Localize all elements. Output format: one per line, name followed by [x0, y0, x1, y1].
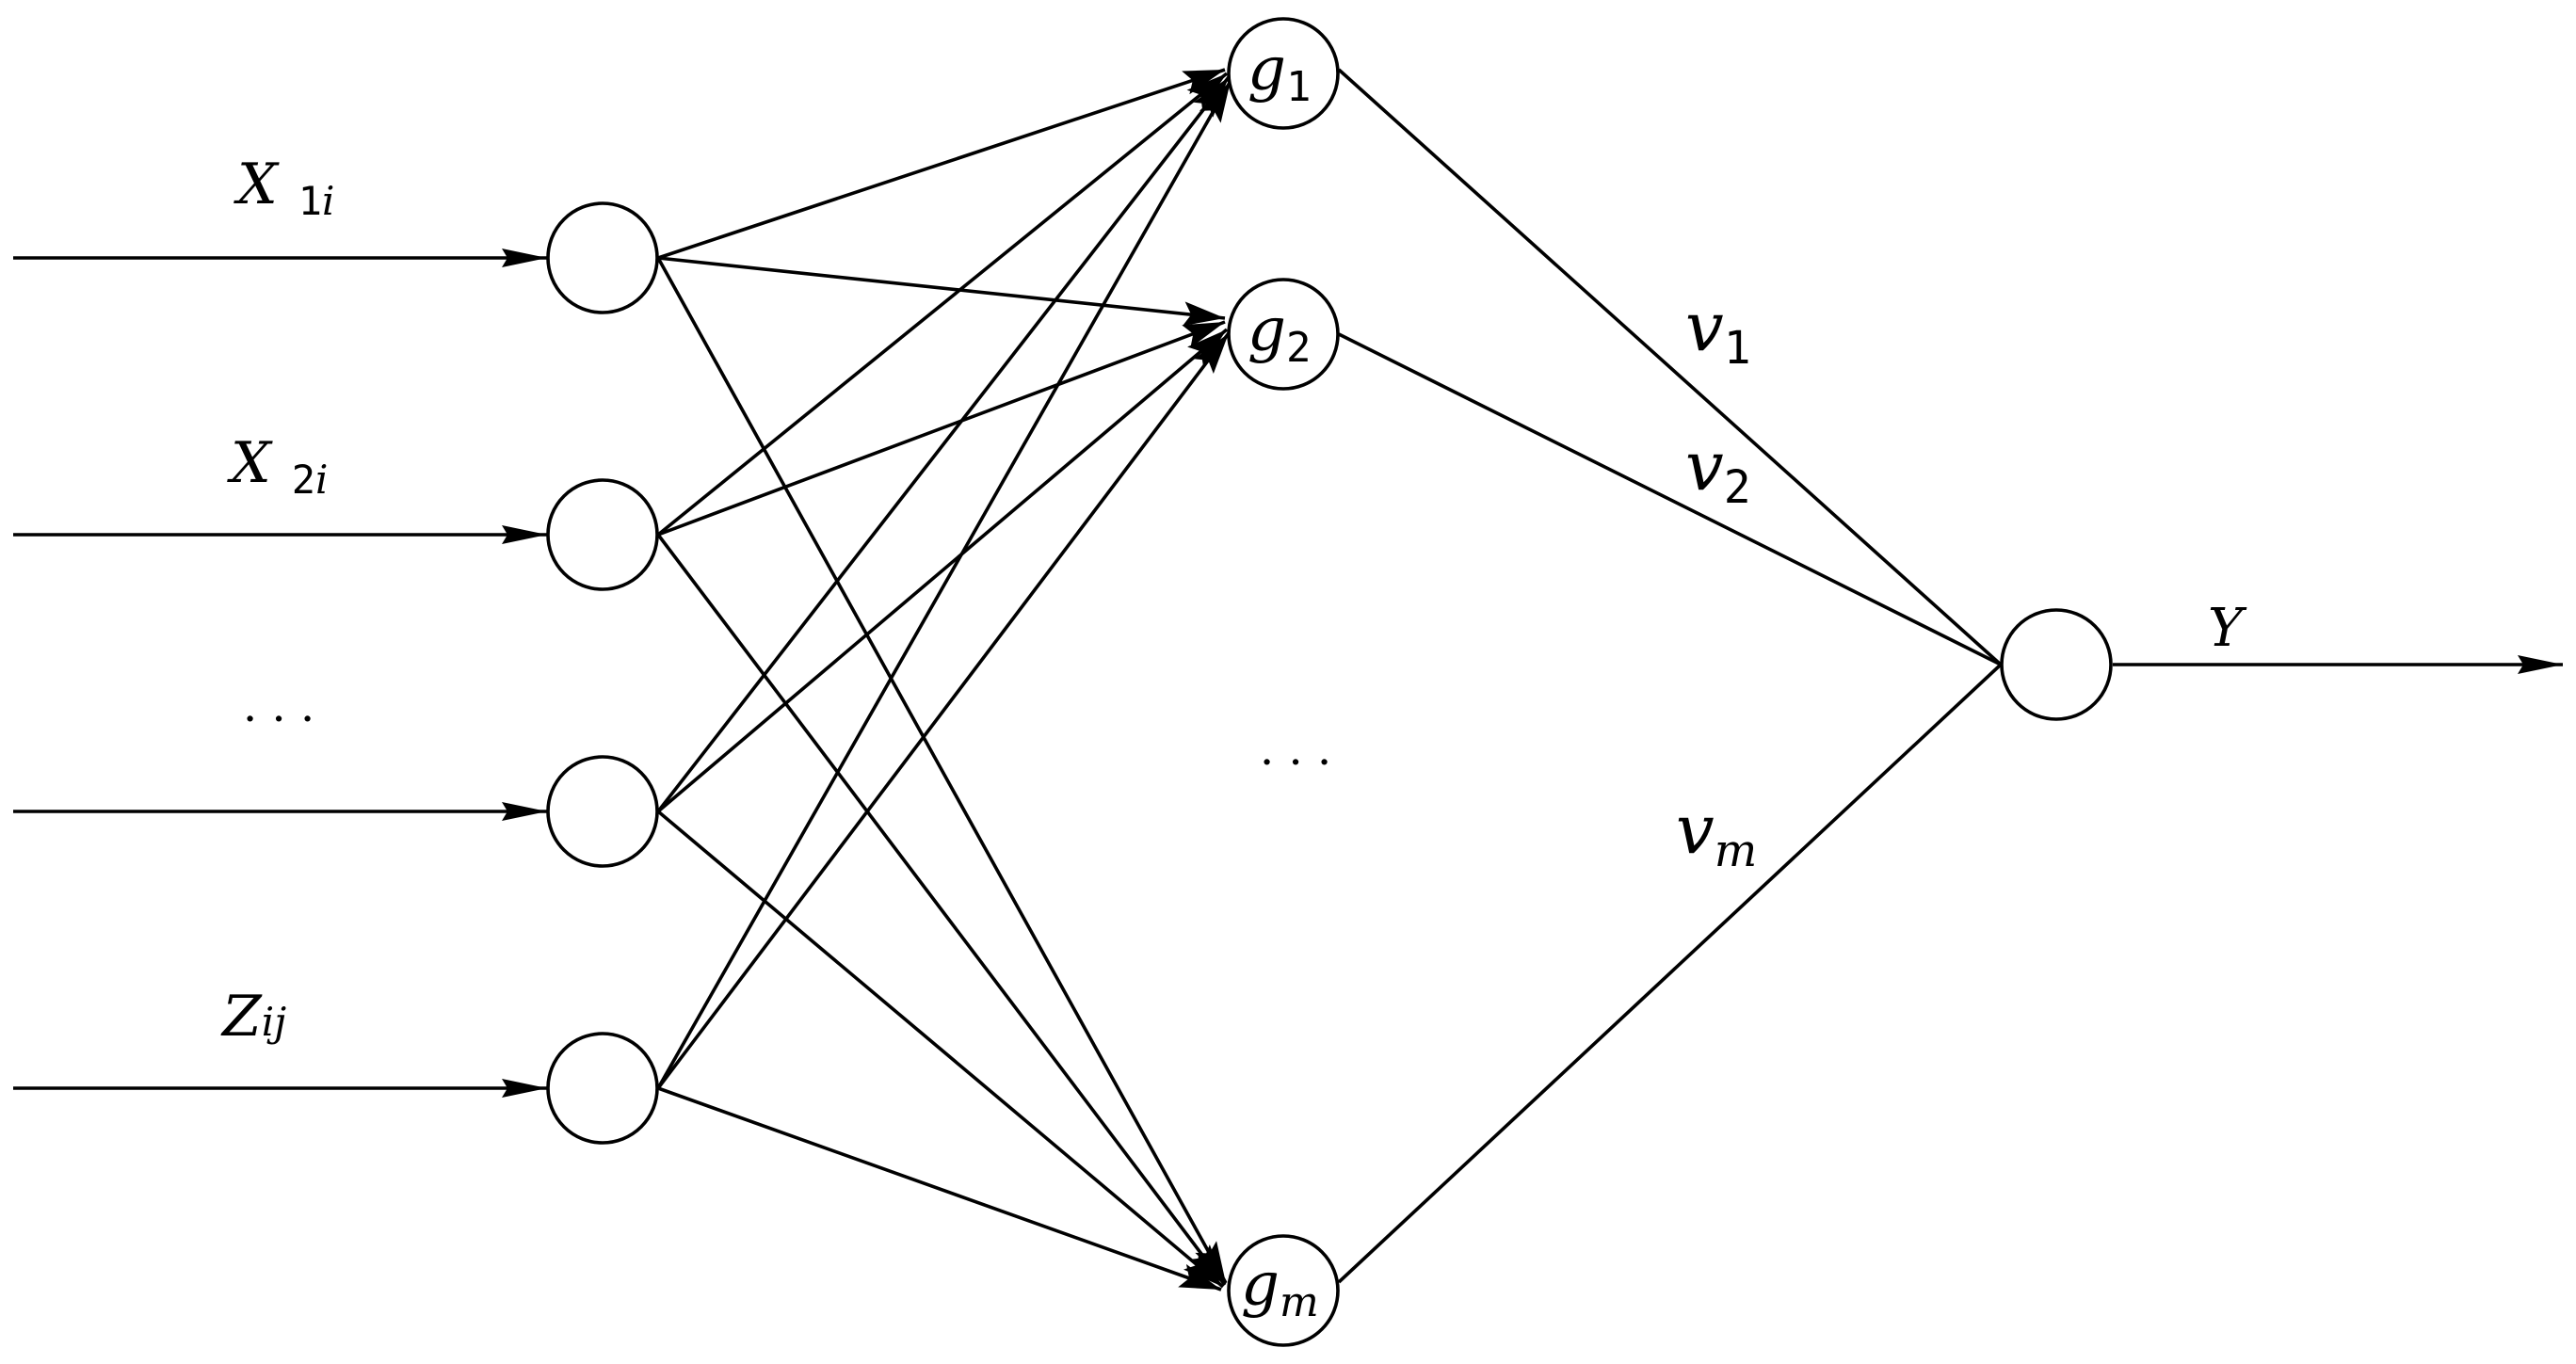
weight-label-v1: v1 [1685, 287, 1751, 375]
weight-label-vm: vm [1676, 790, 1757, 877]
edges [13, 68, 2563, 1292]
edge-in1-gm [656, 257, 1228, 1284]
edge-in4-g2 [656, 331, 1231, 1090]
edge-in3-g1 [656, 75, 1231, 813]
hidden-label-gm: gm [1241, 1250, 1319, 1326]
weight-label-v2: v2 [1685, 426, 1751, 514]
input-label-z: Zij [220, 984, 286, 1050]
edge-in1-g2 [657, 256, 1226, 327]
output-label-y: Y [2208, 598, 2247, 659]
edge-in3-gm [656, 810, 1225, 1289]
output-node [2000, 608, 2113, 721]
hidden-node-g2 [1227, 278, 1340, 391]
edge-in1-g1 [657, 68, 1226, 260]
edge-gm-out [1337, 663, 2003, 1284]
input-ellipsis: · · · [243, 693, 314, 746]
input-node-1 [546, 201, 659, 314]
edge-in2-g1 [656, 72, 1229, 537]
hidden-label-g2: g2 [1248, 296, 1311, 372]
edge-g2-out [1338, 332, 2002, 666]
input-node-2 [546, 478, 659, 591]
input-node-3 [546, 755, 659, 868]
edge-in4-g1 [656, 80, 1232, 1089]
edge-g1-out [1337, 68, 2003, 666]
edge-in3-g2 [656, 328, 1229, 813]
edge-in2-gm [656, 533, 1227, 1287]
edge-in2-g2 [657, 320, 1226, 537]
input-node-4 [546, 1032, 659, 1145]
hidden-ellipsis: · · · [1260, 736, 1331, 789]
nodes [546, 17, 2113, 1347]
hidden-node-gm [1227, 1234, 1340, 1347]
hidden-label-g1: g1 [1248, 35, 1311, 111]
edge-in4-gm [657, 1086, 1222, 1292]
hidden-node-g1 [1227, 17, 1340, 130]
